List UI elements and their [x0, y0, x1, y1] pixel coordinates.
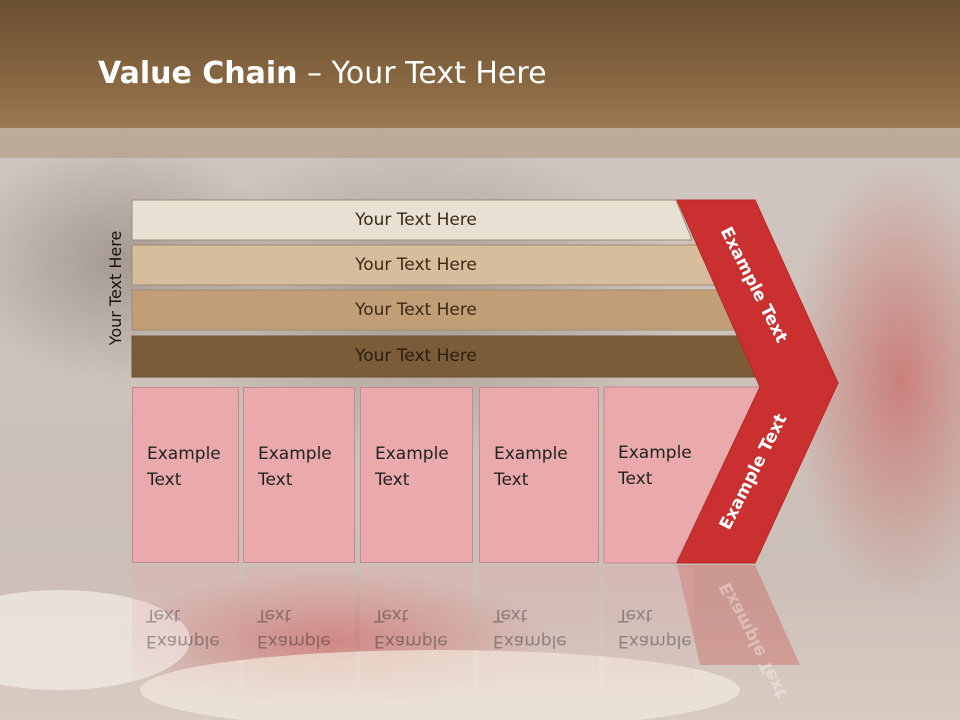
box-1-reflection: Example Text — [132, 567, 239, 707]
box-5-reflection-label: Example Text — [618, 605, 692, 651]
chevron-shape — [676, 199, 839, 564]
box-2-label: Example Text — [258, 444, 332, 490]
bar-2: Your Text Here — [132, 245, 716, 285]
bar-3: Your Text Here — [132, 290, 738, 330]
box-4-label: Example Text — [494, 444, 568, 490]
bar-4: Your Text Here — [132, 336, 762, 376]
box-2: Example Text — [243, 387, 355, 563]
title-rest: – Your Text Here — [297, 56, 547, 91]
box-5: Example Text — [604, 387, 694, 563]
bar-3-label: Your Text Here — [355, 300, 477, 320]
box-shape-5 — [603, 386, 761, 564]
title-bold: Value Chain — [98, 56, 298, 91]
box-1-label: Example Text — [147, 444, 221, 490]
box-4-reflection-label: Example Text — [493, 605, 567, 651]
box-2-reflection-label: Example Text — [257, 605, 331, 651]
box-1: Example Text — [132, 387, 239, 563]
slide-title: Value Chain – Your Text Here — [98, 54, 547, 94]
bar-1: Your Text Here — [132, 200, 692, 240]
bar-4-label: Your Text Here — [355, 346, 477, 366]
chevron-reflection — [677, 565, 800, 665]
box-4: Example Text — [479, 387, 599, 563]
box-5-reflection: Example Text — [604, 567, 694, 707]
box-3: Example Text — [360, 387, 473, 563]
box-5-label: Example Text — [618, 443, 692, 489]
box-4-reflection: Example Text — [479, 567, 599, 707]
box-3-label: Example Text — [375, 444, 449, 490]
bar-2-label: Your Text Here — [355, 255, 477, 275]
box-3-reflection-label: Example Text — [374, 605, 448, 651]
box-2-reflection: Example Text — [243, 567, 355, 707]
bar-1-label: Your Text Here — [355, 210, 477, 230]
box-3-reflection: Example Text — [360, 567, 473, 707]
box-1-reflection-label: Example Text — [146, 605, 220, 651]
bar-shape-support-1 — [131, 199, 693, 241]
